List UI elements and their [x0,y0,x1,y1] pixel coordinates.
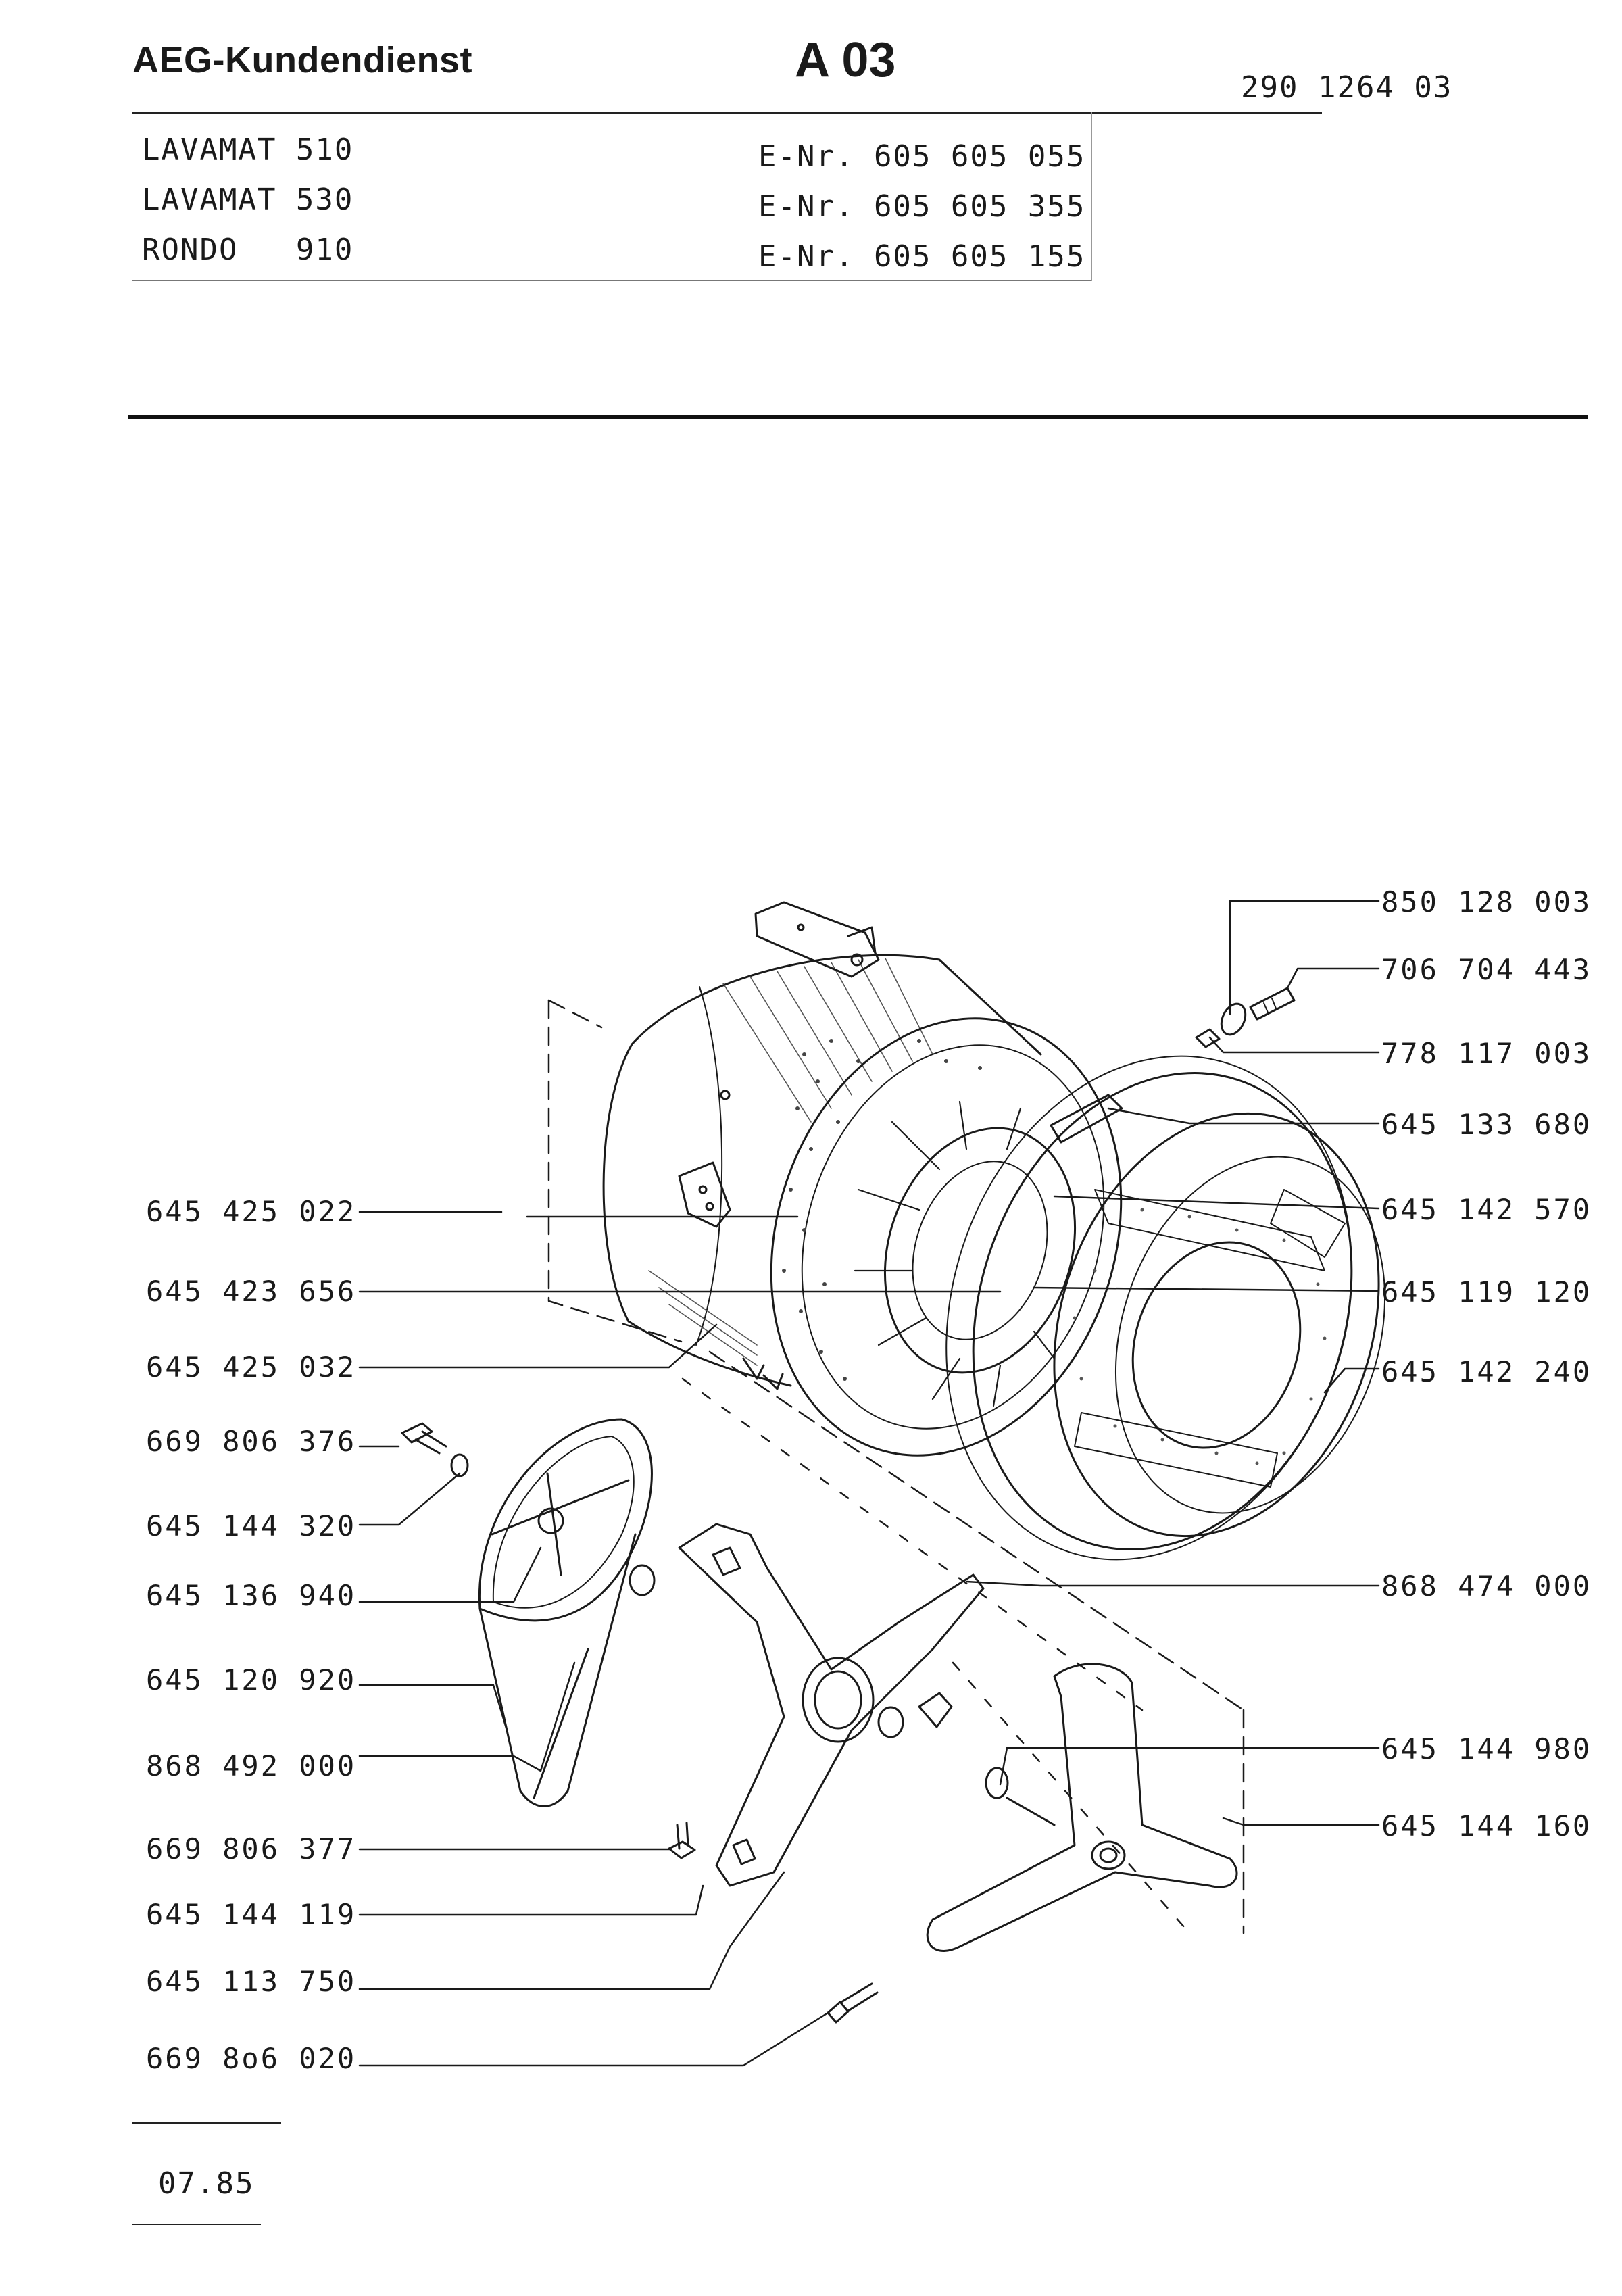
part-number-left: 645 136 940 [146,1579,357,1612]
part-number-left: 645 423 656 [146,1275,357,1308]
models-bottom-divider [132,280,1092,281]
bottom-screw [827,1982,879,2024]
part-number-left: 868 492 000 [146,1749,357,1782]
part-number-right: 645 133 680 [1381,1108,1592,1141]
document-number: 290 1264 03 [1241,70,1453,105]
drum-spider [629,1523,985,1887]
drum-front [770,1017,1123,1457]
part-number-right: 645 144 160 [1381,1809,1592,1842]
part-number-right: 645 142 570 [1381,1193,1592,1226]
tub-front-ring [945,1055,1386,1561]
footer-top-divider [132,2122,281,2124]
leader-lines-left [358,1211,1002,2067]
part-number-left: 645 144 320 [146,1509,357,1542]
models-right-border [1091,112,1092,281]
model-name: LAVAMAT 510 [142,132,354,167]
main-divider [128,415,1588,419]
part-number-left: 645 113 750 [146,1965,357,1998]
part-number-left: 645 425 032 [146,1350,357,1384]
clamp-fasteners [1195,987,1296,1048]
model-e-number: E-Nr. 605 605 355 [758,189,1086,224]
brand-title: AEG-Kundendienst [132,40,472,80]
part-number-right: 645 144 980 [1381,1732,1592,1765]
model-e-number: E-Nr. 605 605 155 [758,239,1086,274]
front-spider [926,1663,1238,1952]
pulley-screw [401,1422,469,1477]
part-number-right: 645 119 120 [1381,1275,1592,1309]
part-number-left: 669 806 377 [146,1832,357,1865]
part-number-left: 645 144 119 [146,1898,357,1931]
part-number-right: 868 474 000 [1381,1569,1592,1603]
part-number-right: 778 117 003 [1381,1037,1592,1070]
part-number-left: 645 425 022 [146,1195,357,1228]
model-name: LAVAMAT 530 [142,182,354,217]
footer-bottom-divider [132,2224,261,2225]
sheet-code: A 03 [795,33,896,87]
header-divider [132,112,1322,114]
part-number-right: 706 704 443 [1381,953,1592,986]
model-name: RONDO 910 [142,233,354,267]
outer-tub [602,901,1042,1390]
part-number-left: 669 806 376 [146,1425,357,1458]
part-number-left: 645 120 920 [146,1663,357,1696]
spider-bolt [668,1822,696,1859]
leader-lines-right [965,900,1380,1826]
footer-date: 07.85 [158,2166,255,2201]
drive-pulley [478,1418,653,1807]
part-number-right: 645 142 240 [1381,1355,1592,1388]
part-number-left: 669 8o6 020 [146,2042,357,2075]
part-number-right: 850 128 003 [1381,885,1592,919]
model-e-number: E-Nr. 605 605 055 [758,139,1086,174]
